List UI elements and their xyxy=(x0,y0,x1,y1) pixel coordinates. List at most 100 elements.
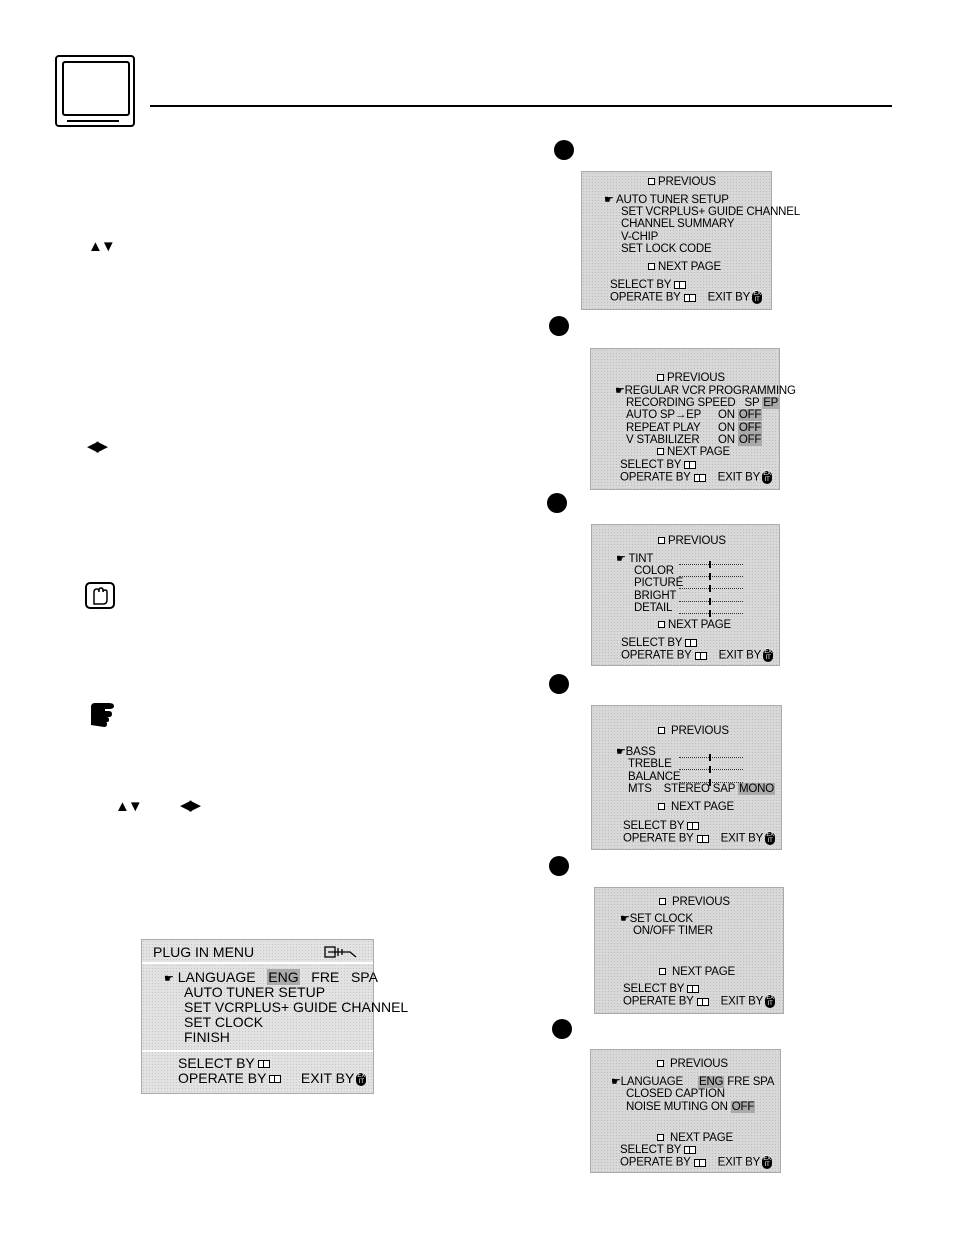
down-key-icon xyxy=(657,1134,664,1142)
osd-menu-5: PREVIOUS ☛SET CLOCK ON/OFF TIMER NEXT PA… xyxy=(594,887,784,1014)
step-bullet-2 xyxy=(549,316,569,336)
pointer-hand-icon: ☛ xyxy=(616,553,626,565)
osd5-item[interactable]: ON/OFF TIMER xyxy=(633,925,713,937)
up-down-keys-icon xyxy=(684,1145,697,1154)
osd2-item[interactable]: AUTO SP→EP xyxy=(626,409,702,421)
next-page-label: NEXT PAGE xyxy=(657,1132,733,1145)
step-bullet-3 xyxy=(547,493,567,513)
select-by-label: SELECT BY xyxy=(621,637,698,650)
next-page-label: NEXT PAGE xyxy=(658,619,731,632)
level-slider[interactable] xyxy=(679,583,743,596)
left-right-keys-icon xyxy=(269,1075,282,1084)
pointer-hand-icon: ☛ xyxy=(615,385,625,397)
step-bullet-4 xyxy=(549,674,569,694)
plug-menu-item[interactable]: FINISH xyxy=(184,1029,230,1045)
level-slider[interactable] xyxy=(679,559,743,572)
select-by-label: SELECT BY xyxy=(620,459,697,472)
osd2-item[interactable]: RECORDING SPEED SP EP xyxy=(626,397,780,409)
plug-language-label: LANGUAGE xyxy=(177,969,256,985)
plug-menu-item[interactable]: SET CLOCK xyxy=(184,1014,264,1030)
osd4-item[interactable]: TREBLE xyxy=(628,758,672,770)
level-slider[interactable] xyxy=(679,764,743,777)
osd3-item[interactable]: COLOR xyxy=(634,565,674,577)
up-down-keys-icon xyxy=(684,460,697,469)
osd6-language-row[interactable]: ☛LANGUAGE ENG FRE SPA xyxy=(611,1076,775,1088)
plug-menu-item[interactable]: AUTO TUNER SETUP xyxy=(184,984,326,1000)
step-bullet-5 xyxy=(549,856,569,876)
osd6-item[interactable]: CLOSED CAPTION xyxy=(626,1088,725,1100)
osd3-item[interactable]: BRIGHT xyxy=(634,590,677,602)
level-slider[interactable] xyxy=(679,608,743,621)
header-rule xyxy=(150,105,892,107)
level-slider[interactable] xyxy=(679,571,743,584)
osd-menu-3: PREVIOUS ☛ TINT COLOR PICTURE BRIGHT DET… xyxy=(591,524,780,666)
up-down-arrow-icon-2: ▲▼ xyxy=(115,798,143,815)
up-down-keys-icon xyxy=(674,280,687,289)
level-slider[interactable] xyxy=(679,596,743,609)
osd-menu-6: PREVIOUS ☛LANGUAGE ENG FRE SPA CLOSED CA… xyxy=(590,1049,781,1173)
plug-menu-title: PLUG IN MENU xyxy=(153,944,255,960)
plug-lang-fre[interactable]: FRE xyxy=(311,969,340,985)
down-key-icon xyxy=(648,263,655,271)
down-key-icon xyxy=(657,448,664,456)
osd4-item[interactable]: ☛BASS xyxy=(616,746,656,758)
next-page-label: NEXT PAGE xyxy=(659,966,735,979)
up-key-icon xyxy=(658,727,665,735)
select-by-label: SELECT BY xyxy=(610,279,687,292)
left-right-keys-icon xyxy=(683,293,696,302)
osd1-item[interactable]: SET VCRPLUS+ GUIDE CHANNEL xyxy=(621,206,800,218)
osd4-item[interactable]: BALANCE xyxy=(628,771,681,783)
osd3-item[interactable]: DETAIL xyxy=(634,602,673,614)
up-down-keys-icon xyxy=(257,1060,270,1069)
osd-menu-1: PREVIOUS ☛ AUTO TUNER SETUP SET VCRPLUS+… xyxy=(581,171,800,310)
step-bullet-1 xyxy=(554,140,574,160)
select-by-label: SELECT BY xyxy=(623,820,700,833)
next-page-label: NEXT PAGE xyxy=(648,261,721,274)
plug-menu-item[interactable]: SET VCRPLUS+ GUIDE CHANNEL xyxy=(184,999,409,1015)
osd6-noise-row[interactable]: NOISE MUTING ON OFF xyxy=(626,1101,756,1113)
tv-screen xyxy=(62,61,130,116)
select-by-label: SELECT BY xyxy=(623,983,700,996)
osd1-item[interactable]: SET LOCK CODE xyxy=(621,243,712,255)
note-hand-icon xyxy=(85,582,115,609)
osd4-mts-row[interactable]: MTS STEREO SAP MONO xyxy=(628,783,775,795)
pointer-hand-icon: ☛ xyxy=(616,746,626,758)
pointing-hand-icon xyxy=(91,703,114,727)
osd2-onoff: ON OFF xyxy=(718,409,763,421)
pointer-hand-icon: ☛ xyxy=(604,194,614,206)
osd2-item[interactable]: ☛REGULAR VCR PROGRAMMING xyxy=(615,385,796,397)
plug-language-row[interactable]: ☛ LANGUAGE ENG FRE SPA xyxy=(164,969,378,987)
plug-lang-eng[interactable]: ENG xyxy=(267,969,300,985)
down-key-icon xyxy=(658,803,665,811)
osd3-item[interactable]: PICTURE xyxy=(634,577,684,589)
osd5-item[interactable]: ☛SET CLOCK xyxy=(620,913,693,925)
previous-label: PREVIOUS xyxy=(657,1058,728,1071)
pointer-hand-icon: ☛ xyxy=(164,973,174,985)
osd2-onoff: ON OFF xyxy=(718,434,763,446)
osd1-item[interactable]: ☛ AUTO TUNER SETUP xyxy=(604,194,729,206)
osd2-item[interactable]: V STABILIZER xyxy=(626,434,700,446)
left-right-keys-icon xyxy=(694,651,707,660)
level-slider[interactable] xyxy=(679,777,743,790)
osd1-item[interactable]: CHANNEL SUMMARY xyxy=(621,218,735,230)
osd3-item[interactable]: ☛ TINT xyxy=(616,553,654,565)
osd1-item[interactable]: V-CHIP xyxy=(621,231,659,243)
left-right-keys-icon xyxy=(693,1158,706,1167)
plug-select-by: SELECT BY xyxy=(178,1056,270,1071)
pointer-hand-icon: ☛ xyxy=(620,913,630,925)
osd2-item[interactable]: REPEAT PLAY xyxy=(626,422,701,434)
level-slider[interactable] xyxy=(679,752,743,765)
up-key-icon xyxy=(657,1060,664,1068)
previous-label: PREVIOUS xyxy=(648,176,716,189)
plug-lang-spa[interactable]: SPA xyxy=(350,969,378,985)
up-key-icon xyxy=(648,178,655,186)
